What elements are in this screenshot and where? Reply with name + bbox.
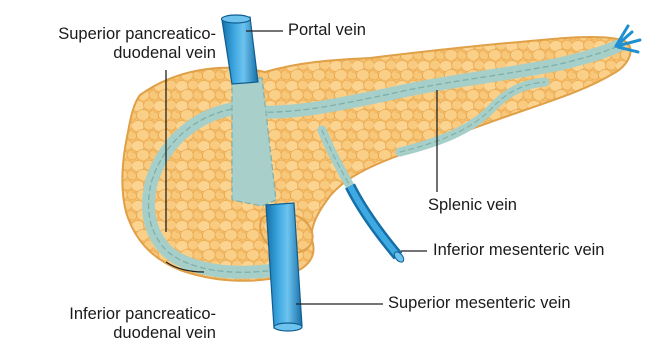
inferior-mesenteric-vein bbox=[350, 186, 406, 264]
label-superior-mesenteric-vein: Superior mesenteric vein bbox=[388, 294, 571, 313]
label-superior-pancreaticoduodenal-line1: Superior pancreatico- bbox=[8, 25, 216, 44]
label-inferior-pancreaticoduodenal-vein: Inferior pancreatico- duodenal vein bbox=[8, 305, 216, 343]
label-superior-pancreaticoduodenal-vein: Superior pancreatico- duodenal vein bbox=[8, 25, 216, 63]
label-portal-vein: Portal vein bbox=[288, 21, 366, 40]
label-inferior-pancreaticoduodenal-line1: Inferior pancreatico- bbox=[8, 305, 216, 324]
label-superior-pancreaticoduodenal-line2: duodenal vein bbox=[8, 44, 216, 63]
splenic-tributary-tips bbox=[616, 26, 640, 52]
label-inferior-mesenteric-vein: Inferior mesenteric vein bbox=[433, 241, 605, 260]
label-inferior-pancreaticoduodenal-line2: duodenal vein bbox=[8, 324, 216, 343]
label-splenic-vein: Splenic vein bbox=[428, 196, 517, 215]
